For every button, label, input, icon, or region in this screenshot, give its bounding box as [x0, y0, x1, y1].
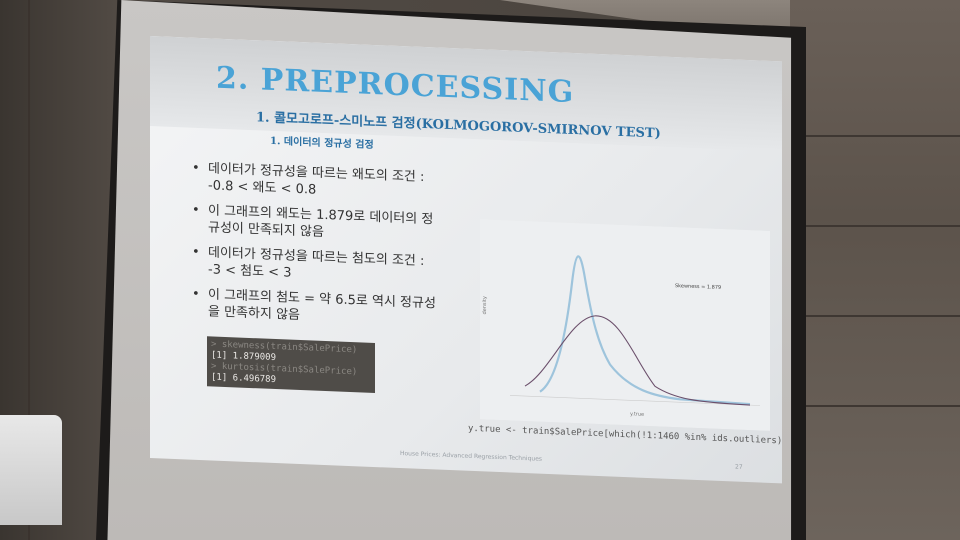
- slide-subsubtitle: 1. 데이터의 정규성 검정: [270, 135, 374, 151]
- density-chart: density y.true Skewness = 1.879: [480, 219, 770, 431]
- slide: 2. PREPROCESSING 1. 콜모고로프-스미노프 검정(KOLMOG…: [150, 36, 782, 484]
- bullet-dot-icon: •: [192, 244, 200, 260]
- laptop-corner: [0, 415, 62, 525]
- panel-seam: [790, 405, 960, 407]
- slide-footer: House Prices: Advanced Regression Techni…: [400, 450, 543, 463]
- x-axis-line: [510, 395, 760, 406]
- panel-seam: [790, 225, 960, 227]
- bullet-list: •데이터가 정규성을 따르는 왜도의 조건 :-0.8 < 왜도 < 0.8 •…: [190, 160, 470, 339]
- wall-seam: [28, 0, 30, 540]
- bullet-dot-icon: •: [192, 202, 200, 218]
- bullet-dot-icon: •: [192, 160, 200, 176]
- wall-panels: [790, 0, 960, 540]
- bullet-item: •데이터가 정규성을 따르는 왜도의 조건 :-0.8 < 왜도 < 0.8: [192, 160, 425, 198]
- skewness-annotation: Skewness = 1.879: [675, 283, 721, 291]
- y-axis-label: density: [482, 296, 488, 315]
- normal-curve: [524, 315, 751, 406]
- panel-seam: [790, 315, 960, 317]
- bullet-item: •데이터가 정규성을 따르는 첨도의 조건 :-3 < 첨도 < 3: [192, 244, 425, 281]
- panel-seam: [790, 135, 960, 137]
- chart-background: [480, 219, 770, 431]
- density-curve: [539, 255, 751, 406]
- x-axis-label: y.true: [630, 411, 644, 418]
- r-console-output: > skewness(train$SalePrice) [1] 1.879009…: [207, 336, 375, 394]
- page-number: 27: [735, 463, 743, 471]
- bullet-dot-icon: •: [192, 286, 200, 302]
